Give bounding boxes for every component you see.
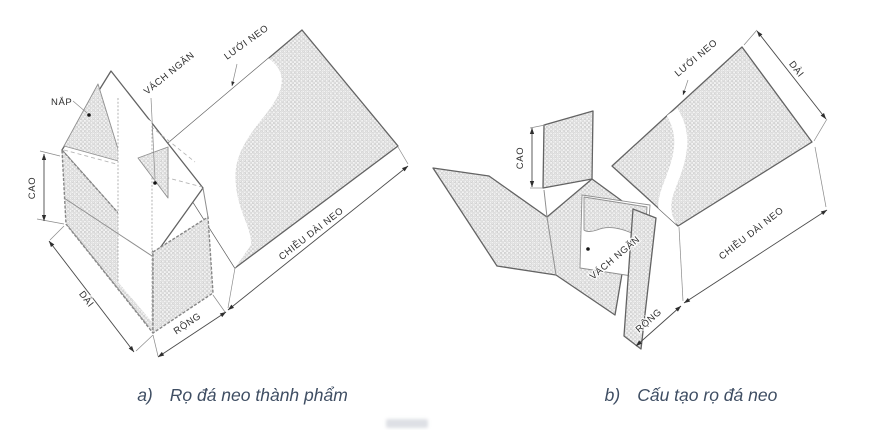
anchor-mesh-sheet-b <box>611 46 813 227</box>
cdn-ext-left-a <box>227 267 236 309</box>
rong-ext-right-a <box>212 294 226 313</box>
dai-ext-bottom-a <box>135 334 154 352</box>
caption-a: a) Rọ đá neo thành phẩm <box>55 385 430 406</box>
caption-b-prefix: b) <box>604 385 621 405</box>
rong-ext-left-a <box>152 334 159 357</box>
partition-edge-line-1 <box>63 197 153 257</box>
fold-line-2-b <box>546 216 557 276</box>
dai-ext-top-b <box>743 29 758 46</box>
caption-b-text: Cấu tạo rọ đá neo <box>637 385 778 405</box>
dai-dimension-line-b <box>756 30 827 120</box>
caption-b: b) Cấu tạo rọ đá neo <box>505 385 876 406</box>
side-strip-mesh <box>623 208 657 350</box>
luoi-neo-leader-line-a <box>231 63 238 87</box>
lid-mesh-area <box>63 83 123 163</box>
caption-a-prefix: a) <box>137 385 153 405</box>
fold-line-1-b <box>543 189 548 218</box>
figure-a: CAO DÀI RỘNG CHIỀU DÀI NEO NẮP VÁCH NGĂN… <box>26 22 409 358</box>
dai-ext-top-a <box>49 225 65 241</box>
lid-corner-connector <box>202 187 209 218</box>
dai-label-b: DÀI <box>786 59 806 80</box>
chieu-dai-neo-label-b: CHIỀU DÀI NEO <box>717 205 786 262</box>
vach-ngan-label-a: VÁCH NGĂN <box>142 50 197 97</box>
gabion-front-right-face <box>152 216 214 334</box>
luoi-neo-leader-line-b <box>682 79 689 96</box>
partition-mesh-area <box>137 146 169 199</box>
rong-dimension-line-b <box>635 305 682 347</box>
cao-ext-top-a <box>39 150 61 157</box>
vach-ngan-leader-line-a <box>150 97 156 180</box>
dai-ext-bottom-b <box>813 118 828 142</box>
vach-ngan-marker-dot-b <box>586 247 590 251</box>
cdn-dimension-line-b <box>683 209 828 304</box>
cdn-ext-right-a <box>397 146 409 165</box>
cropped-text-artifact <box>386 419 428 428</box>
rong-dimension-line-a <box>157 311 227 358</box>
cao-label-a: CAO <box>27 177 38 199</box>
mesh-sheet-highlight-a <box>160 58 282 268</box>
caption-a-text: Rọ đá neo thành phẩm <box>169 385 348 405</box>
cdn-ext-left-b <box>678 226 684 302</box>
dai-label-a: DÀI <box>76 289 96 310</box>
cao-ext-bottom-a <box>36 218 65 225</box>
back-wall-panel <box>542 110 594 189</box>
luoi-neo-label-a: LƯỚI NEO <box>222 23 271 63</box>
dai-dimension-line-a <box>48 240 135 353</box>
nap-marker-dot <box>87 113 91 117</box>
cdn-dimension-line-a <box>227 165 409 311</box>
nap-label: NẮP <box>51 97 72 108</box>
vach-ngan-marker-dot-a <box>153 181 157 185</box>
cao-label-b: CAO <box>515 147 526 169</box>
nap-leader-line <box>72 100 88 114</box>
cao-ext-top-b <box>529 124 546 129</box>
cdn-ext-right-b <box>814 146 827 208</box>
figure-b: CAO DÀI LƯỚI NEO VÁCH NGĂN RỘNG CHIỀU DÀ… <box>432 29 828 350</box>
